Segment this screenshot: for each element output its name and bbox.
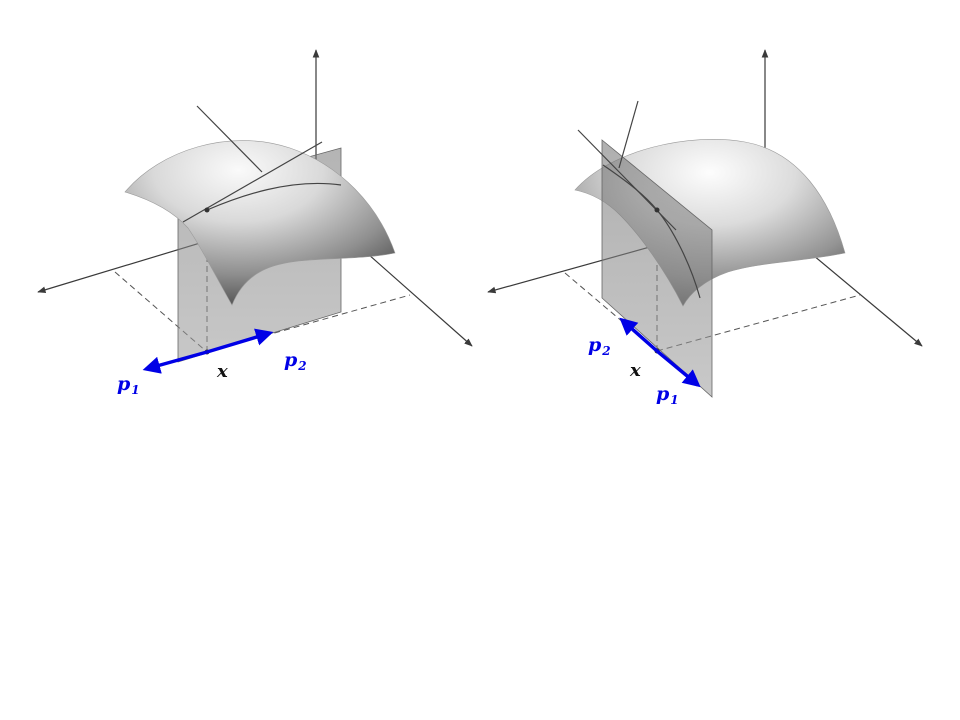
left-arrow-p1: [142, 350, 208, 374]
right-point-label: x: [629, 360, 641, 381]
right-vertical-plane: [601, 139, 713, 398]
right-surface-point: [654, 207, 660, 213]
left-normal-line: [196, 105, 263, 173]
right-direction-arrows: [619, 317, 701, 388]
left-p1-label: p1: [117, 373, 140, 397]
left-panel: x p1 p2: [37, 49, 473, 397]
left-surface-point: [204, 207, 210, 213]
right-arrow-p1: [655, 349, 701, 388]
left-p2-label: p2: [284, 349, 307, 373]
right-p2-label: p2: [588, 334, 611, 358]
right-panel: x p1 p2: [487, 49, 923, 407]
right-normal-line: [618, 100, 639, 169]
right-tangent-line: [577, 129, 677, 231]
right-p1-label: p1: [656, 383, 679, 407]
left-direction-arrows: [142, 328, 274, 374]
right-arrow-p2: [619, 317, 659, 353]
left-surface: [124, 140, 396, 306]
left-arrow-p2: [206, 328, 274, 354]
left-plane-surface-curve: [206, 182, 342, 211]
left-point-label: x: [216, 361, 228, 382]
